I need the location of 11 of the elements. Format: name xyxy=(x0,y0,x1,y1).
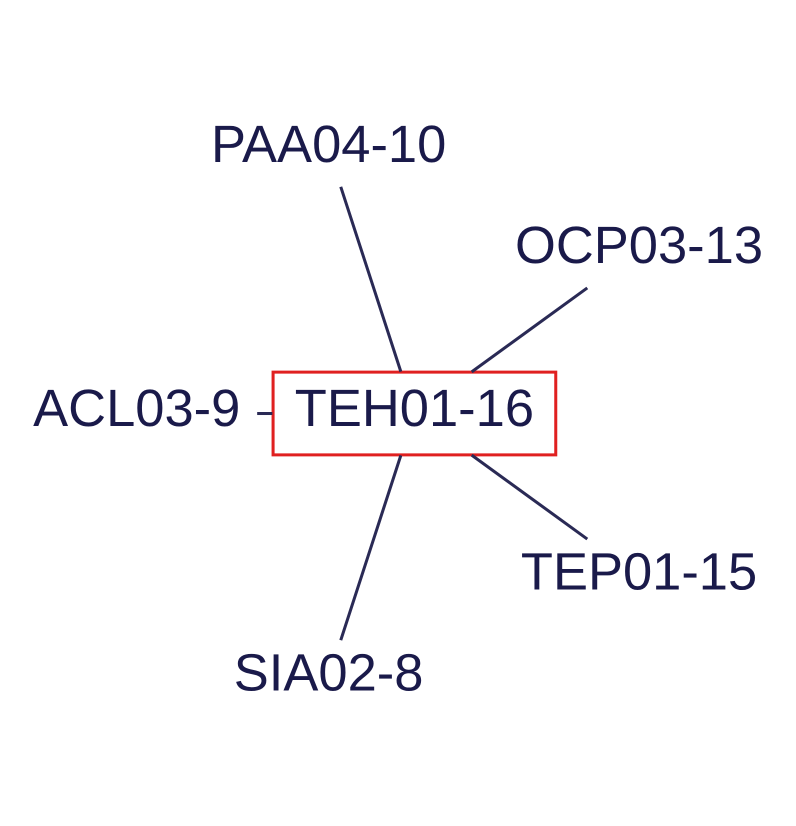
connector xyxy=(339,454,402,640)
connector xyxy=(470,286,588,373)
node-box: TEH01-16 xyxy=(272,370,558,456)
connector xyxy=(470,453,588,540)
connector xyxy=(257,412,272,415)
node-text: PAA04-10 xyxy=(210,114,446,174)
node-text: SIA02-8 xyxy=(234,642,424,702)
node-text: ACL03-9 xyxy=(33,378,240,438)
node-text: TEP01-15 xyxy=(520,542,758,601)
connector xyxy=(339,186,402,372)
node-text: OCP03-13 xyxy=(515,216,764,275)
